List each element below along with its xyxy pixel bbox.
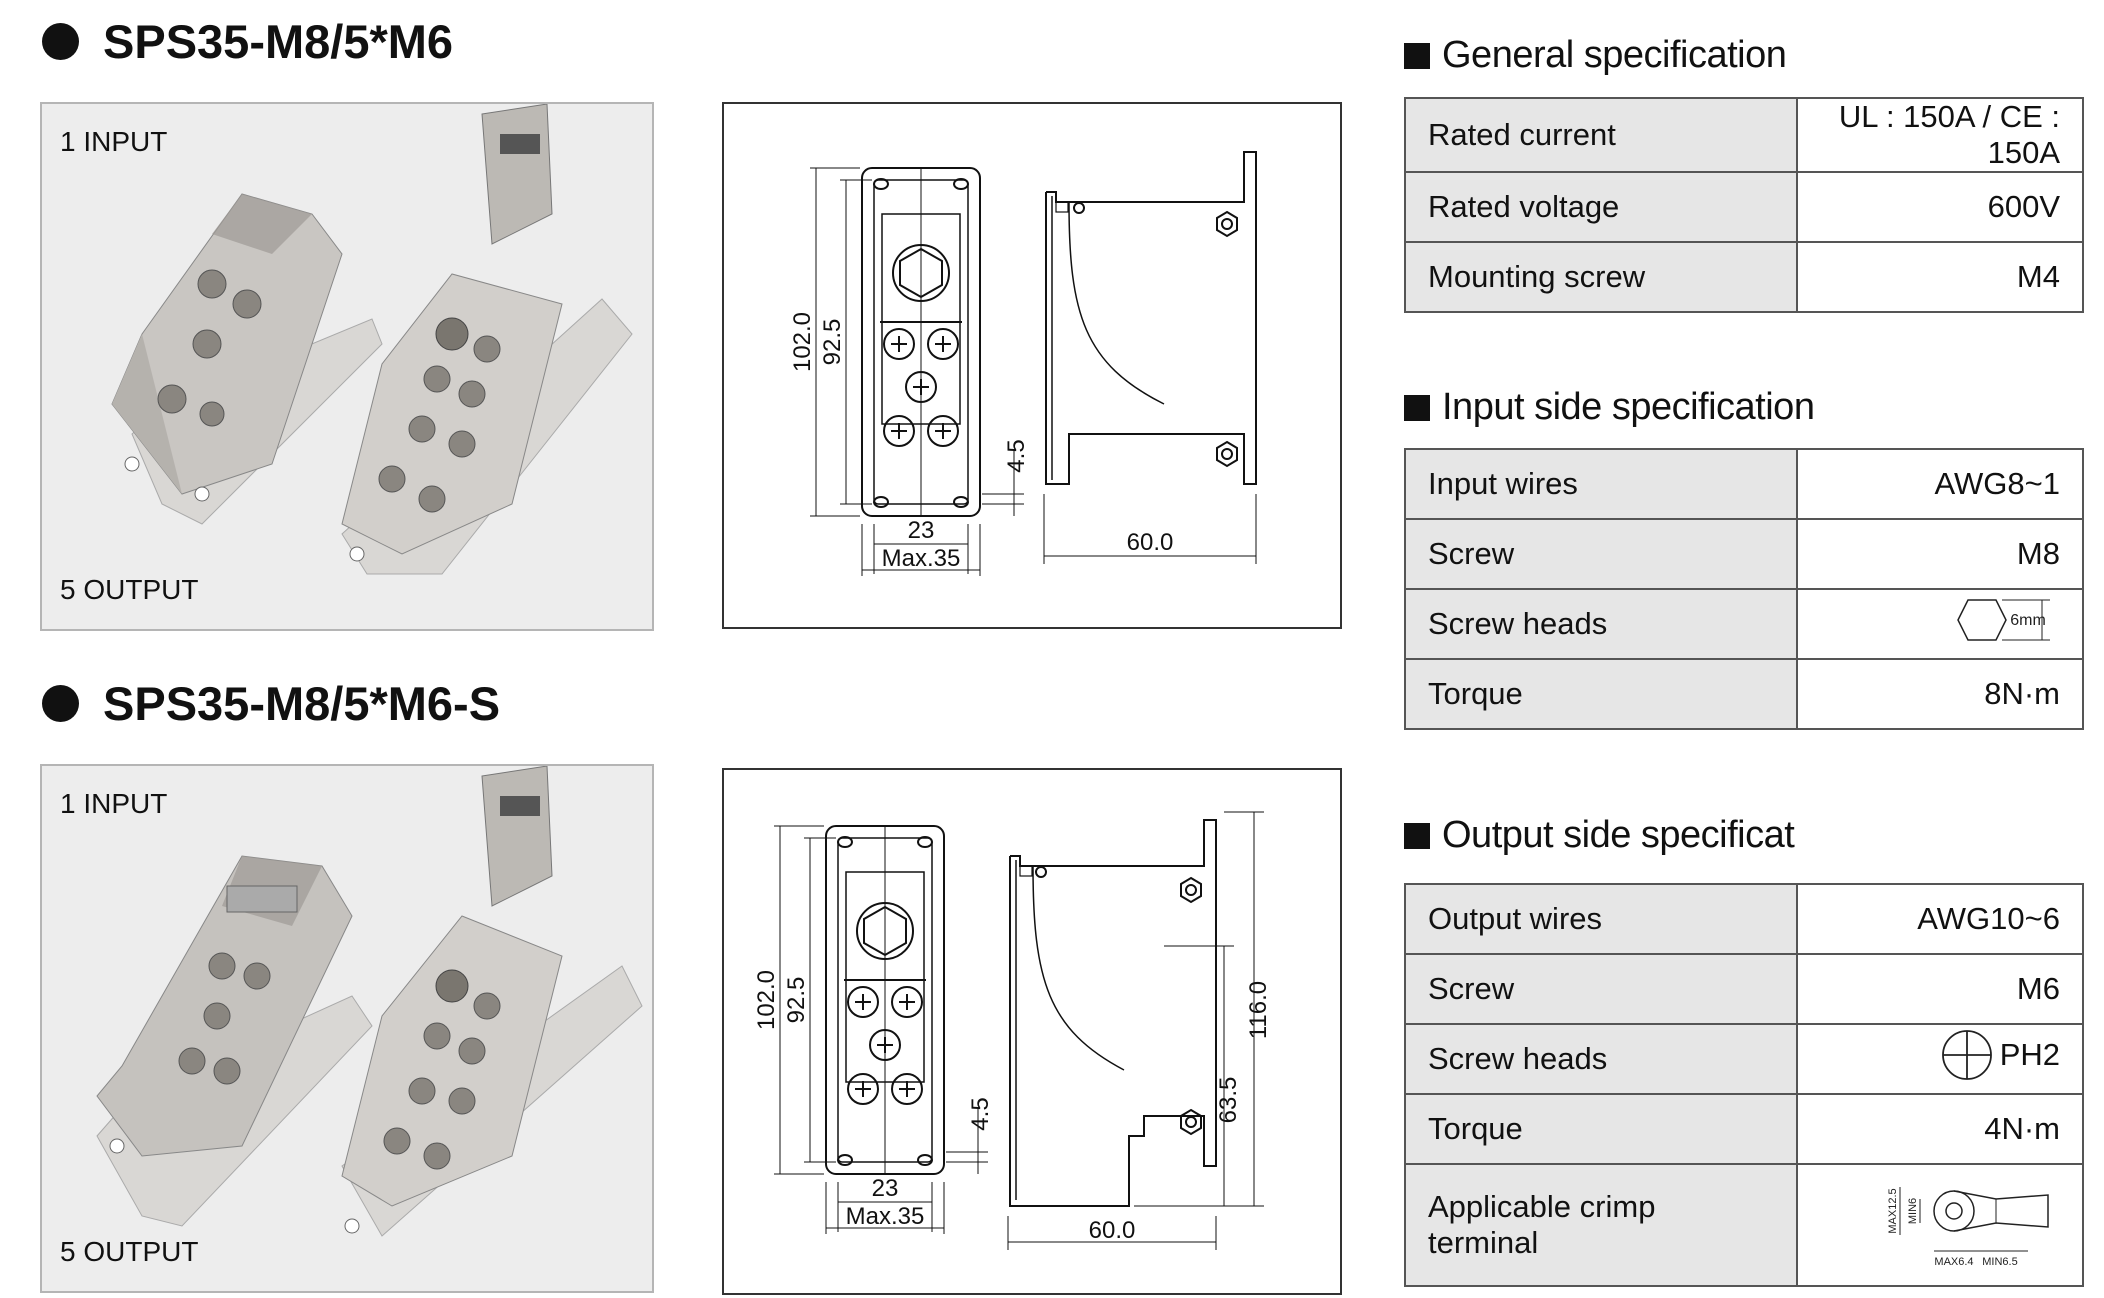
table-row: Input wires AWG8~1	[1404, 448, 2084, 520]
dim-w-inner: 23	[908, 517, 935, 544]
spec-key: Screw	[1404, 953, 1798, 1025]
section-title: Output side specificat	[1404, 814, 1795, 857]
crimp-min-width: MIN6.5	[1982, 1256, 2017, 1268]
spec-value: 600V	[1796, 171, 2084, 243]
product-title-text: SPS35-M8/5*M6	[103, 15, 454, 68]
dimension-drawing: 102.0 92.5 4.5 23 Max.35 60.0	[722, 102, 1342, 629]
spec-value: MAX12.5 MIN6 MAX6.4 MIN6.5	[1796, 1163, 2084, 1287]
dim-h-side: 116.0	[1245, 981, 1272, 1039]
spec-key: Rated current	[1404, 97, 1798, 173]
phillips-icon	[1941, 1030, 1992, 1080]
spec-key: Rated voltage	[1404, 171, 1798, 243]
spec-value: M4	[1796, 241, 2084, 313]
spec-key: Torque	[1404, 658, 1798, 730]
product-title-text: SPS35-M8/5*M6-S	[103, 677, 501, 730]
section-title: Input side specification	[1404, 386, 1815, 429]
hexagon-icon: 6mm	[1957, 599, 2050, 641]
dim-w-max: Max.35	[882, 545, 961, 572]
input-label: 1 INPUT	[60, 126, 168, 157]
general-spec-table: Rated current UL : 150A / CE : 150A Rate…	[1404, 97, 2084, 313]
section-title-text: Output side specificat	[1442, 814, 1795, 856]
spec-value: UL : 150A / CE : 150A	[1796, 97, 2084, 173]
spec-value: 8N·m	[1796, 658, 2084, 730]
table-row: Torque 4N·m	[1404, 1093, 2084, 1165]
product-title: SPS35-M8/5*M6-S	[42, 676, 500, 731]
table-row: Screw M6	[1404, 953, 2084, 1025]
spec-value: AWG10~6	[1796, 883, 2084, 955]
spec-value: 6mm	[1796, 588, 2084, 660]
screw-head-value: PH2	[1999, 1037, 2060, 1072]
table-row: Screw heads 6mm	[1404, 588, 2084, 660]
dim-h-side-low: 63.5	[1215, 1077, 1242, 1124]
spec-value: PH2	[1796, 1023, 2084, 1095]
square-bullet-icon	[1404, 42, 1430, 69]
spec-key: Input wires	[1404, 448, 1798, 520]
dimension-drawing-svg: 102.0 92.5 4.5 23 Max.35 60.0 116.0 63.5	[753, 811, 1272, 1250]
table-row: Rated current UL : 150A / CE : 150A	[1404, 97, 2084, 173]
spec-key: Screw heads	[1404, 588, 1798, 660]
output-label: 5 OUTPUT	[60, 1236, 199, 1267]
table-row: Mounting screw M4	[1404, 241, 2084, 313]
dimension-drawing: 102.0 92.5 4.5 23 Max.35 60.0 116.0 63.5	[722, 768, 1342, 1295]
table-row: Applicable crimp terminal MAX12.5 MIN6 M…	[1404, 1163, 2084, 1287]
section-title-text: General specification	[1442, 34, 1787, 76]
product-photo: 1 INPUT 5 OUTPUT	[40, 764, 654, 1293]
section-title: General specification	[1404, 34, 1787, 77]
spec-key: Screw heads	[1404, 1023, 1798, 1095]
dim-h-total: 102.0	[789, 312, 816, 372]
spec-value: 4N·m	[1796, 1093, 2084, 1165]
output-spec-table: Output wires AWG10~6 Screw M6 Screw head…	[1404, 883, 2084, 1287]
dim-h-inner: 92.5	[819, 319, 846, 366]
table-row: Output wires AWG10~6	[1404, 883, 2084, 955]
spec-value: AWG8~1	[1796, 448, 2084, 520]
dim-w-inner: 23	[872, 1175, 899, 1202]
section-title-text: Input side specification	[1442, 386, 1815, 428]
spec-value: M6	[1796, 953, 2084, 1025]
dim-h-total: 102.0	[753, 970, 780, 1030]
product-photo: 1 INPUT 5 OUTPUT	[40, 102, 654, 631]
square-bullet-icon	[1404, 394, 1430, 421]
product-title: SPS35-M8/5*M6	[42, 14, 453, 69]
table-row: Rated voltage 600V	[1404, 171, 2084, 243]
spec-key: Output wires	[1404, 883, 1798, 955]
terminal-block-photo	[96, 766, 643, 1237]
table-row: Screw heads PH2	[1404, 1023, 2084, 1095]
spec-key: Applicable crimp terminal	[1404, 1163, 1798, 1287]
output-label: 5 OUTPUT	[60, 574, 199, 605]
square-bullet-icon	[1404, 822, 1430, 849]
input-spec-table: Input wires AWG8~1 Screw M8 Screw heads …	[1404, 448, 2084, 730]
spec-key: Torque	[1404, 1093, 1798, 1165]
table-row: Screw M8	[1404, 518, 2084, 590]
spec-key: Screw	[1404, 518, 1798, 590]
dim-depth: 60.0	[1127, 529, 1174, 556]
crimp-min-height: MIN6	[1907, 1198, 1919, 1224]
dimension-drawing-svg: 102.0 92.5 4.5 23 Max.35 60.0	[789, 151, 1257, 576]
hex-size-label: 6mm	[2010, 612, 2046, 629]
table-row: Torque 8N·m	[1404, 658, 2084, 730]
crimp-max-height: MAX12.5	[1887, 1188, 1899, 1233]
spec-value: M8	[1796, 518, 2084, 590]
crimp-terminal-icon: MAX12.5 MIN6 MAX6.4 MIN6.5	[1887, 1187, 2049, 1268]
dim-gap: 4.5	[1003, 439, 1030, 472]
input-label: 1 INPUT	[60, 788, 168, 819]
dim-w-max: Max.35	[846, 1203, 925, 1230]
spec-key: Mounting screw	[1404, 241, 1798, 313]
dim-h-inner: 92.5	[783, 977, 810, 1024]
bullet-icon	[42, 23, 79, 60]
terminal-block-photo	[111, 104, 633, 575]
bullet-icon	[42, 685, 79, 722]
crimp-max-width: MAX6.4	[1934, 1256, 1973, 1268]
dim-gap: 4.5	[967, 1097, 994, 1130]
dim-depth: 60.0	[1089, 1217, 1136, 1244]
